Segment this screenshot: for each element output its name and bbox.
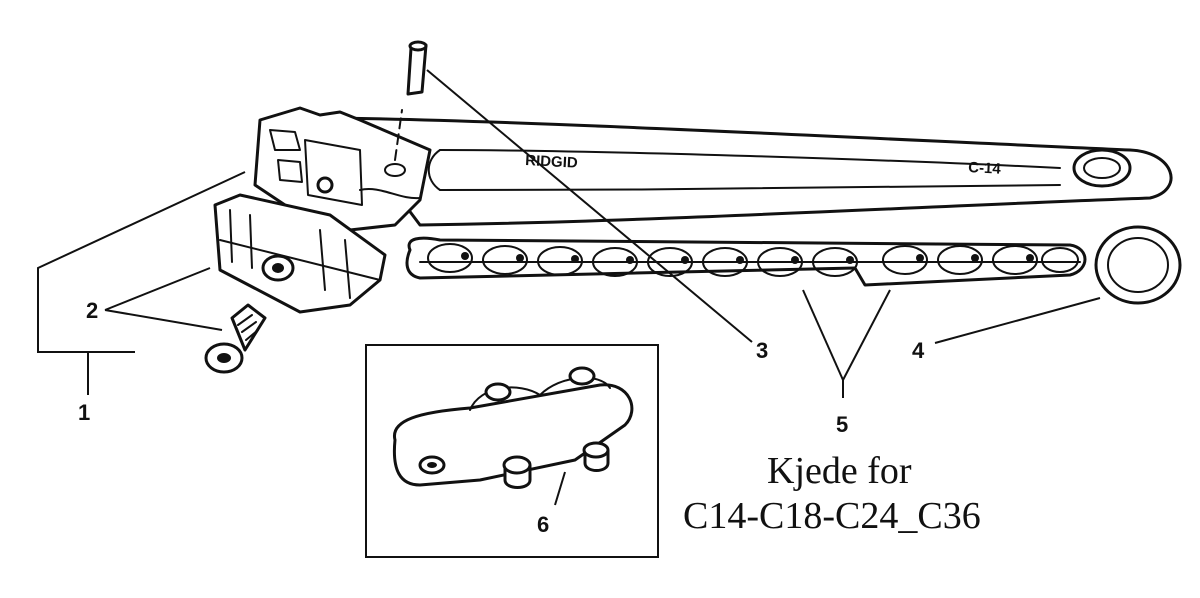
caption-line-1: Kjede for [767,450,912,492]
callout-4: 4 [912,338,925,363]
callout-1: 1 [78,400,90,425]
callout-5: 5 [836,412,848,437]
bolt-part [204,303,267,374]
caption-line-2: C14-C18-C24_C36 [683,495,981,537]
chain-part [405,236,1087,287]
link-inset [365,344,659,558]
callout-6: 6 [537,512,549,537]
callout-3: 3 [756,338,768,363]
wrench-handle: RIDGID C-14 [328,116,1173,227]
jaw-part [213,193,387,314]
callout-2: 2 [86,298,98,323]
washer-part [1094,225,1182,305]
link-part [392,366,634,489]
pin-part [406,40,428,96]
wrench-head [253,106,432,232]
brand-engraving: RIDGID [525,152,578,172]
model-engraving: C-14 [968,159,1002,178]
leader-lines [37,69,1101,506]
